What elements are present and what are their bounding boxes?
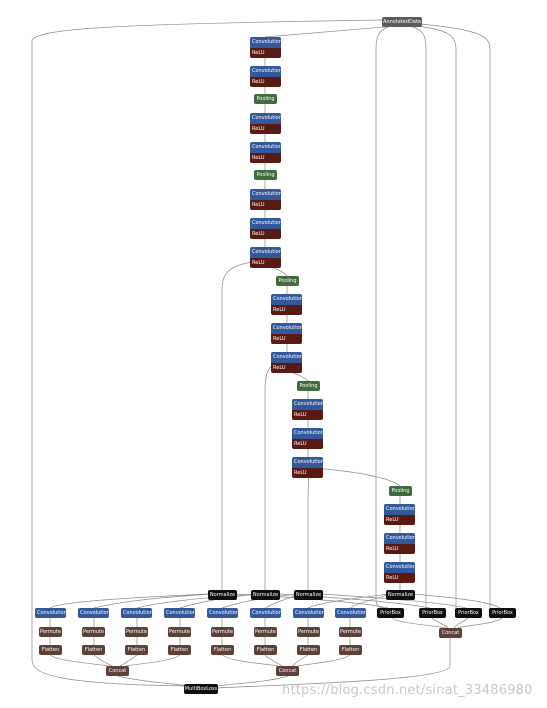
- pooling-node: Pooling: [297, 381, 320, 391]
- edge: [415, 25, 457, 608]
- edge: [264, 654, 283, 667]
- flatten-node: Flatten: [125, 645, 148, 655]
- priorbox-node: PriorBox: [419, 608, 446, 618]
- edge: [215, 638, 451, 689]
- flatten-node: Flatten: [297, 645, 320, 655]
- flatten-node: Flatten: [211, 645, 234, 655]
- edge: [296, 466, 309, 590]
- head-conv-node: Convolution: [335, 608, 366, 618]
- permute-node: Permute: [254, 627, 277, 637]
- normalize-node: Normalize: [208, 590, 237, 600]
- edge: [314, 467, 401, 487]
- pooling-node: Pooling: [254, 170, 277, 180]
- edge: [391, 617, 447, 629]
- edge: [221, 654, 279, 667]
- edge: [215, 675, 289, 687]
- pooling-node: Pooling: [254, 94, 277, 104]
- head-conv-node: Convolution: [250, 608, 281, 618]
- permute-node: Permute: [125, 627, 148, 637]
- flatten-node: Flatten: [339, 645, 362, 655]
- concat-node: Concat: [276, 666, 299, 676]
- edge: [453, 617, 469, 629]
- normalize-node: Normalize: [251, 590, 280, 600]
- edge: [321, 593, 467, 609]
- edge: [291, 371, 309, 382]
- edge: [136, 593, 257, 609]
- permute-node: Permute: [339, 627, 362, 637]
- normalize-node: Normalize: [386, 590, 415, 600]
- flatten-node: Flatten: [168, 645, 191, 655]
- edge: [93, 654, 113, 667]
- head-conv-node: Convolution: [207, 608, 238, 618]
- priorbox-node: PriorBox: [455, 608, 482, 618]
- permute-node: Permute: [82, 627, 105, 637]
- flatten-node: Flatten: [254, 645, 277, 655]
- concat-node: Concat: [439, 628, 462, 638]
- edge: [125, 654, 181, 667]
- edge: [264, 25, 397, 38]
- edge: [291, 654, 309, 667]
- normalize-node: Normalize: [294, 590, 323, 600]
- permute-node: Permute: [168, 627, 191, 637]
- edge: [307, 593, 389, 609]
- edge: [409, 25, 427, 608]
- edge: [221, 593, 299, 609]
- flatten-node: Flatten: [39, 645, 62, 655]
- watermark: https://blog.csdn.net/sinat_33486980: [282, 683, 533, 698]
- edge: [269, 266, 288, 277]
- head-conv-node: Convolution: [164, 608, 195, 618]
- head-conv-node: Convolution: [78, 608, 109, 618]
- edge: [457, 617, 503, 629]
- edge: [221, 261, 253, 590]
- edge: [375, 25, 391, 609]
- priorbox-node: PriorBox: [377, 608, 404, 618]
- multibox-loss-node: MultiBoxLoss: [184, 684, 218, 694]
- flatten-node: Flatten: [82, 645, 105, 655]
- edge: [419, 23, 491, 608]
- permute-node: Permute: [211, 627, 234, 637]
- edge: [264, 362, 276, 590]
- permute-node: Permute: [297, 627, 320, 637]
- edge: [119, 654, 138, 667]
- head-conv-node: Convolution: [35, 608, 66, 618]
- edge: [93, 593, 213, 609]
- pooling-node: Pooling: [276, 276, 299, 286]
- priorbox-node: PriorBox: [489, 608, 516, 618]
- head-conv-node: Convolution: [121, 608, 152, 618]
- edge: [31, 19, 383, 687]
- permute-node: Permute: [39, 627, 62, 637]
- pooling-node: Pooling: [389, 486, 412, 496]
- edge: [297, 654, 351, 667]
- edge: [49, 654, 109, 667]
- concat-node: Concat: [106, 666, 129, 676]
- annotated-data-node: AnnotatedData: [382, 17, 422, 27]
- edge: [431, 617, 449, 629]
- edge: [49, 593, 211, 609]
- head-conv-node: Convolution: [293, 608, 324, 618]
- edge: [179, 593, 259, 609]
- edge: [411, 593, 501, 609]
